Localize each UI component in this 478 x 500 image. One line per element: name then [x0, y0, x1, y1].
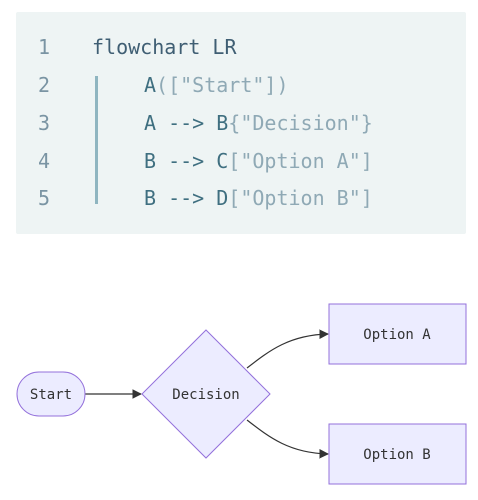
code-editor: 1 flowchart LR 2 A(["Start"]) 3 A --> B{…	[16, 12, 466, 234]
code-line-4: 4 B --> C["Option A"]	[16, 146, 466, 176]
code-text: B --> D["Option B"]	[144, 186, 373, 210]
code-line-2: 2 A(["Start"])	[16, 70, 466, 100]
line-number: 5	[38, 186, 51, 210]
code-text: B --> C["Option A"]	[144, 149, 373, 173]
line-number: 2	[38, 73, 51, 97]
line-number: 1	[38, 35, 51, 59]
code-line-5: 5 B --> D["Option B"]	[16, 183, 466, 213]
indent-guide	[95, 76, 98, 204]
code-line-3: 3 A --> B{"Decision"}	[16, 108, 466, 138]
code-text: flowchart LR	[92, 35, 237, 59]
node-start-label: Start	[30, 387, 72, 403]
line-number: 3	[38, 111, 51, 135]
flowchart-diagram: Start Decision Option A Option B	[16, 303, 467, 485]
code-line-1: 1 flowchart LR	[16, 32, 466, 62]
node-decision-label: Decision	[172, 387, 239, 403]
line-number: 4	[38, 149, 51, 173]
node-start: Start	[16, 371, 86, 417]
code-text: A --> B{"Decision"}	[144, 111, 373, 135]
edge-decision-option-b	[246, 419, 329, 459]
node-option-a-label: Option A	[363, 327, 431, 343]
node-decision: Decision	[141, 329, 271, 459]
edge-decision-option-a	[246, 329, 329, 369]
node-option-b-label: Option B	[363, 447, 430, 463]
node-option-a: Option A	[328, 303, 467, 365]
code-text: A(["Start"])	[144, 73, 289, 97]
node-option-b: Option B	[328, 423, 467, 485]
